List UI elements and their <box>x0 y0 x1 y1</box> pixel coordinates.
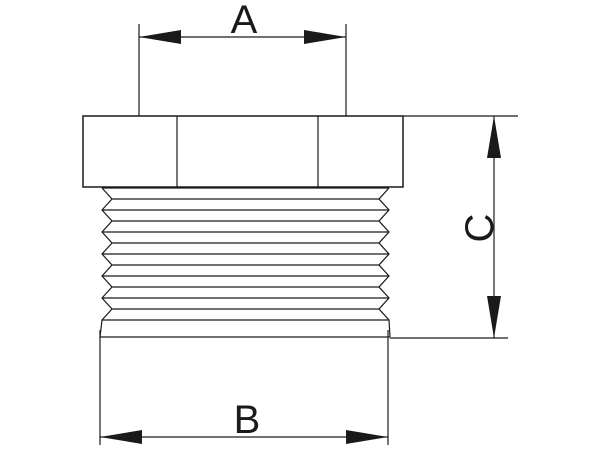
dimension-b-label: B <box>234 398 261 442</box>
dimension-b-arrow-right <box>346 430 388 444</box>
dimension-c-arrow-top <box>487 116 501 158</box>
dimension-c-arrow-bottom <box>487 296 501 338</box>
threaded-body <box>99 187 391 338</box>
dimension-a: A <box>138 0 347 116</box>
dimension-a-arrow-right <box>304 30 346 44</box>
thread-crest-lines <box>102 187 389 321</box>
dimension-c-label: C <box>458 214 502 243</box>
dimension-a-label: A <box>231 0 258 42</box>
dimension-b: B <box>99 330 389 445</box>
hex-head <box>82 115 404 188</box>
thread-profile <box>99 187 391 338</box>
hex-head-outline <box>82 115 404 188</box>
dimension-a-arrow-left <box>139 30 181 44</box>
dimension-c: C <box>390 115 518 339</box>
dimension-b-arrow-left <box>100 430 142 444</box>
